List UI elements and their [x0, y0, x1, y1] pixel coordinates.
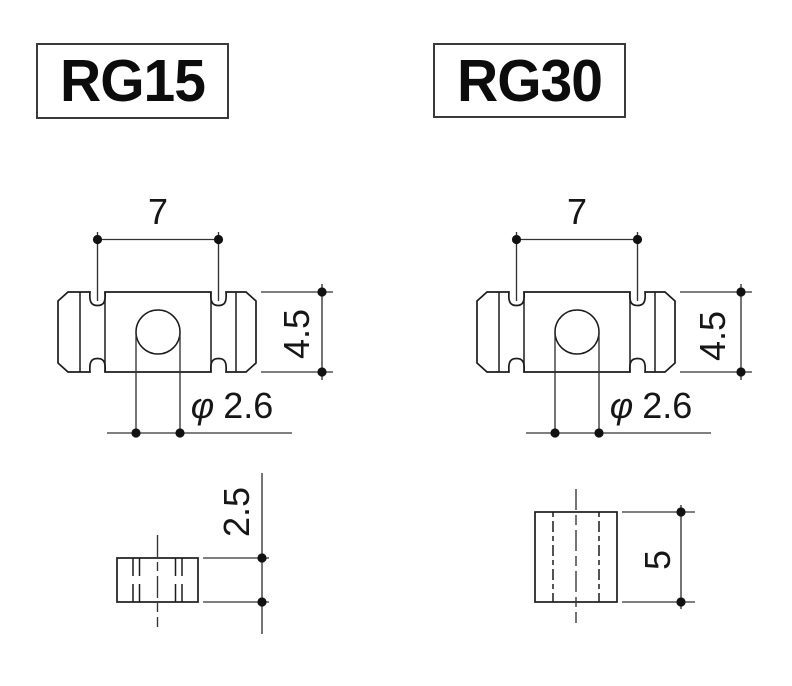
rg30-top-width-label: 7 — [566, 191, 588, 232]
rg30-bottom-view — [534, 489, 695, 623]
rg15-bottom-hidden-lines — [132, 558, 183, 602]
rg15-hole-dimension — [107, 332, 292, 438]
model-box-rg15: RG15 — [36, 43, 229, 119]
rg30-width-dimension — [511, 232, 643, 301]
model-box-rg30: RG30 — [433, 43, 626, 118]
rg30-side-height-label: 4.5 — [692, 310, 733, 362]
rg15-bottom-outline — [116, 557, 199, 603]
rg15-width-dimension — [92, 232, 224, 301]
model-label-rg15: RG15 — [60, 47, 206, 115]
rg30-front-view — [476, 232, 752, 438]
rg15-bottom-height-label: 2.5 — [216, 486, 257, 538]
rg15-side-height-label: 4.5 — [276, 308, 317, 360]
rg15-diameter-value: 2.6 — [223, 385, 274, 426]
rg30-diameter-symbol: φ — [609, 385, 634, 426]
rg15-bottom-view — [116, 473, 269, 634]
rg30-thickness-dimension — [622, 505, 695, 609]
rg15-front-view — [57, 232, 333, 438]
rg30-mounting-hole — [554, 309, 600, 355]
rg15-top-width-label: 7 — [147, 191, 169, 232]
rg15-diameter-symbol: φ — [190, 385, 215, 426]
model-label-rg30: RG30 — [457, 47, 603, 114]
rg30-bottom-hidden-lines — [552, 512, 600, 602]
rg30-hole-dimension — [526, 332, 711, 438]
rg30-body-outline — [476, 291, 676, 373]
rg30-bottom-height-label: 5 — [637, 549, 678, 571]
rg15-height-dimension — [261, 284, 333, 380]
rg30-height-dimension — [680, 284, 752, 380]
rg30-diameter-value: 2.6 — [642, 385, 693, 426]
rg15-body-outline — [57, 291, 257, 373]
rg15-thickness-dimension — [203, 473, 269, 634]
rg15-mounting-hole — [135, 309, 181, 355]
